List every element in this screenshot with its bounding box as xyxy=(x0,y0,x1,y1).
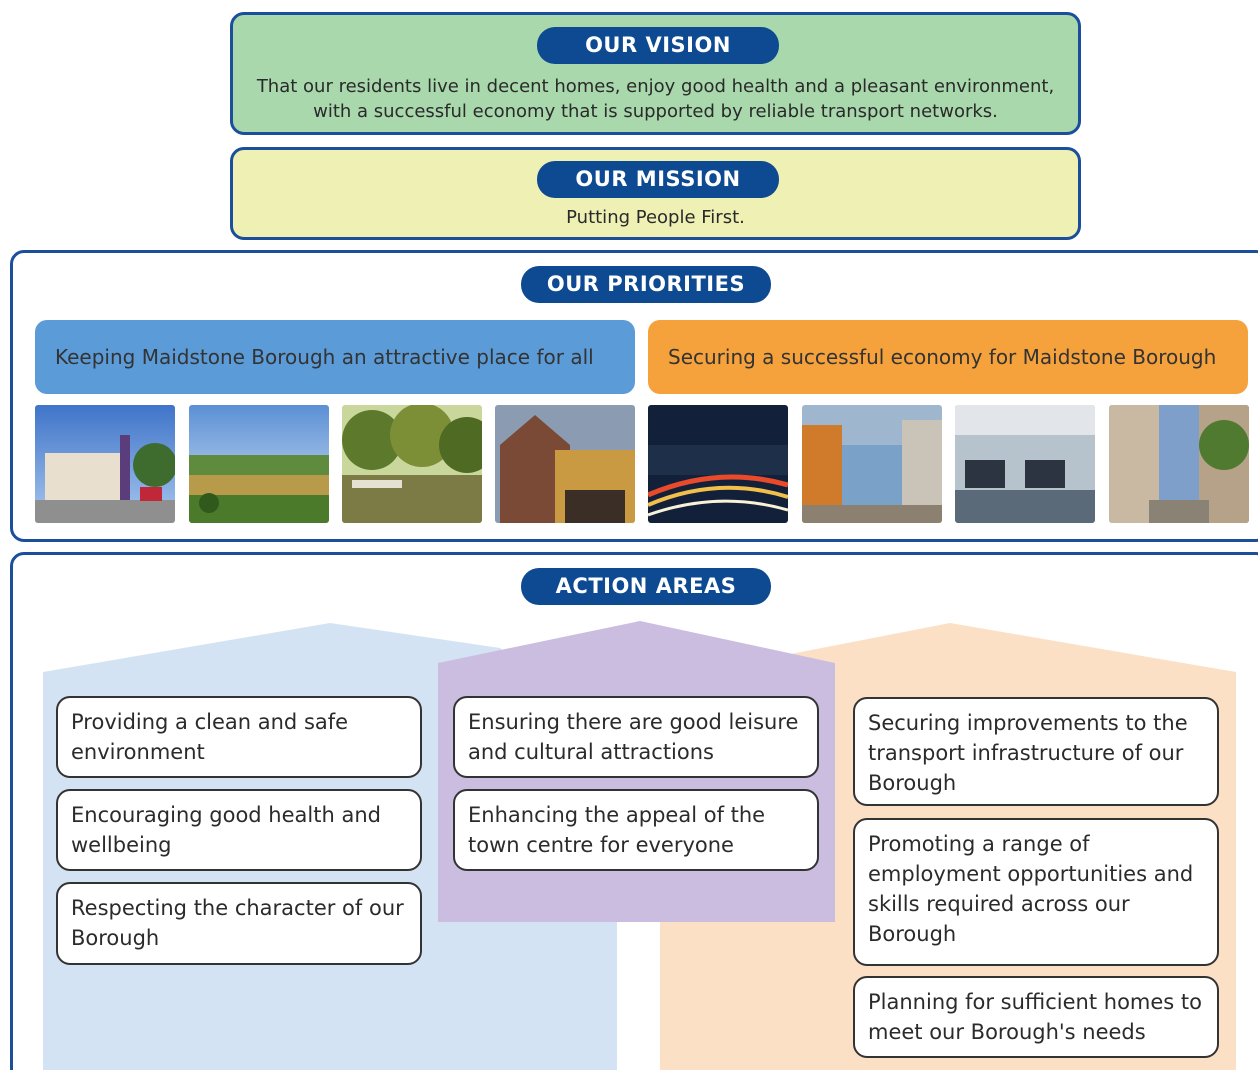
vision-text-line-2: with a successful economy that is suppor… xyxy=(313,101,998,122)
river-trees-photo xyxy=(342,405,482,523)
office-workers-photo xyxy=(955,405,1095,523)
action-good-health-wellbeing: Encouraging good health and wellbeing xyxy=(56,789,422,871)
action-transport-infrastructure: Securing improvements to the transport i… xyxy=(853,697,1219,806)
countryside-photo xyxy=(189,405,329,523)
priority-attractive-place: Keeping Maidstone Borough an attractive … xyxy=(35,320,635,394)
vision-text-line-1: That our residents live in decent homes,… xyxy=(256,76,1055,97)
shopping-centre-photo xyxy=(802,405,942,523)
priority-successful-economy: Securing a successful economy for Maidst… xyxy=(648,320,1248,394)
high-street-photo xyxy=(1109,405,1249,523)
mission-panel: OUR MISSION Putting People First. xyxy=(230,147,1081,240)
action-employment-opportunities: Promoting a range of employment opportun… xyxy=(853,818,1219,966)
night-road-photo xyxy=(648,405,788,523)
action-town-centre-appeal: Enhancing the appeal of the town centre … xyxy=(453,789,819,871)
mission-heading: OUR MISSION xyxy=(537,161,779,198)
action-sufficient-homes: Planning for sufficient homes to meet ou… xyxy=(853,976,1219,1058)
vision-panel: OUR VISION That our residents live in de… xyxy=(230,12,1081,135)
action-leisure-cultural: Ensuring there are good leisure and cult… xyxy=(453,696,819,778)
action-clean-safe-environment: Providing a clean and safe environment xyxy=(56,696,422,778)
vision-heading: OUR VISION xyxy=(537,27,779,64)
priorities-heading: OUR PRIORITIES xyxy=(521,266,771,303)
action-respecting-character: Respecting the character of our Borough xyxy=(56,882,422,965)
mission-text: Putting People First. xyxy=(566,207,745,228)
action-areas-heading: ACTION AREAS xyxy=(521,568,771,605)
town-street-photo xyxy=(35,405,175,523)
museum-building-photo xyxy=(495,405,635,523)
